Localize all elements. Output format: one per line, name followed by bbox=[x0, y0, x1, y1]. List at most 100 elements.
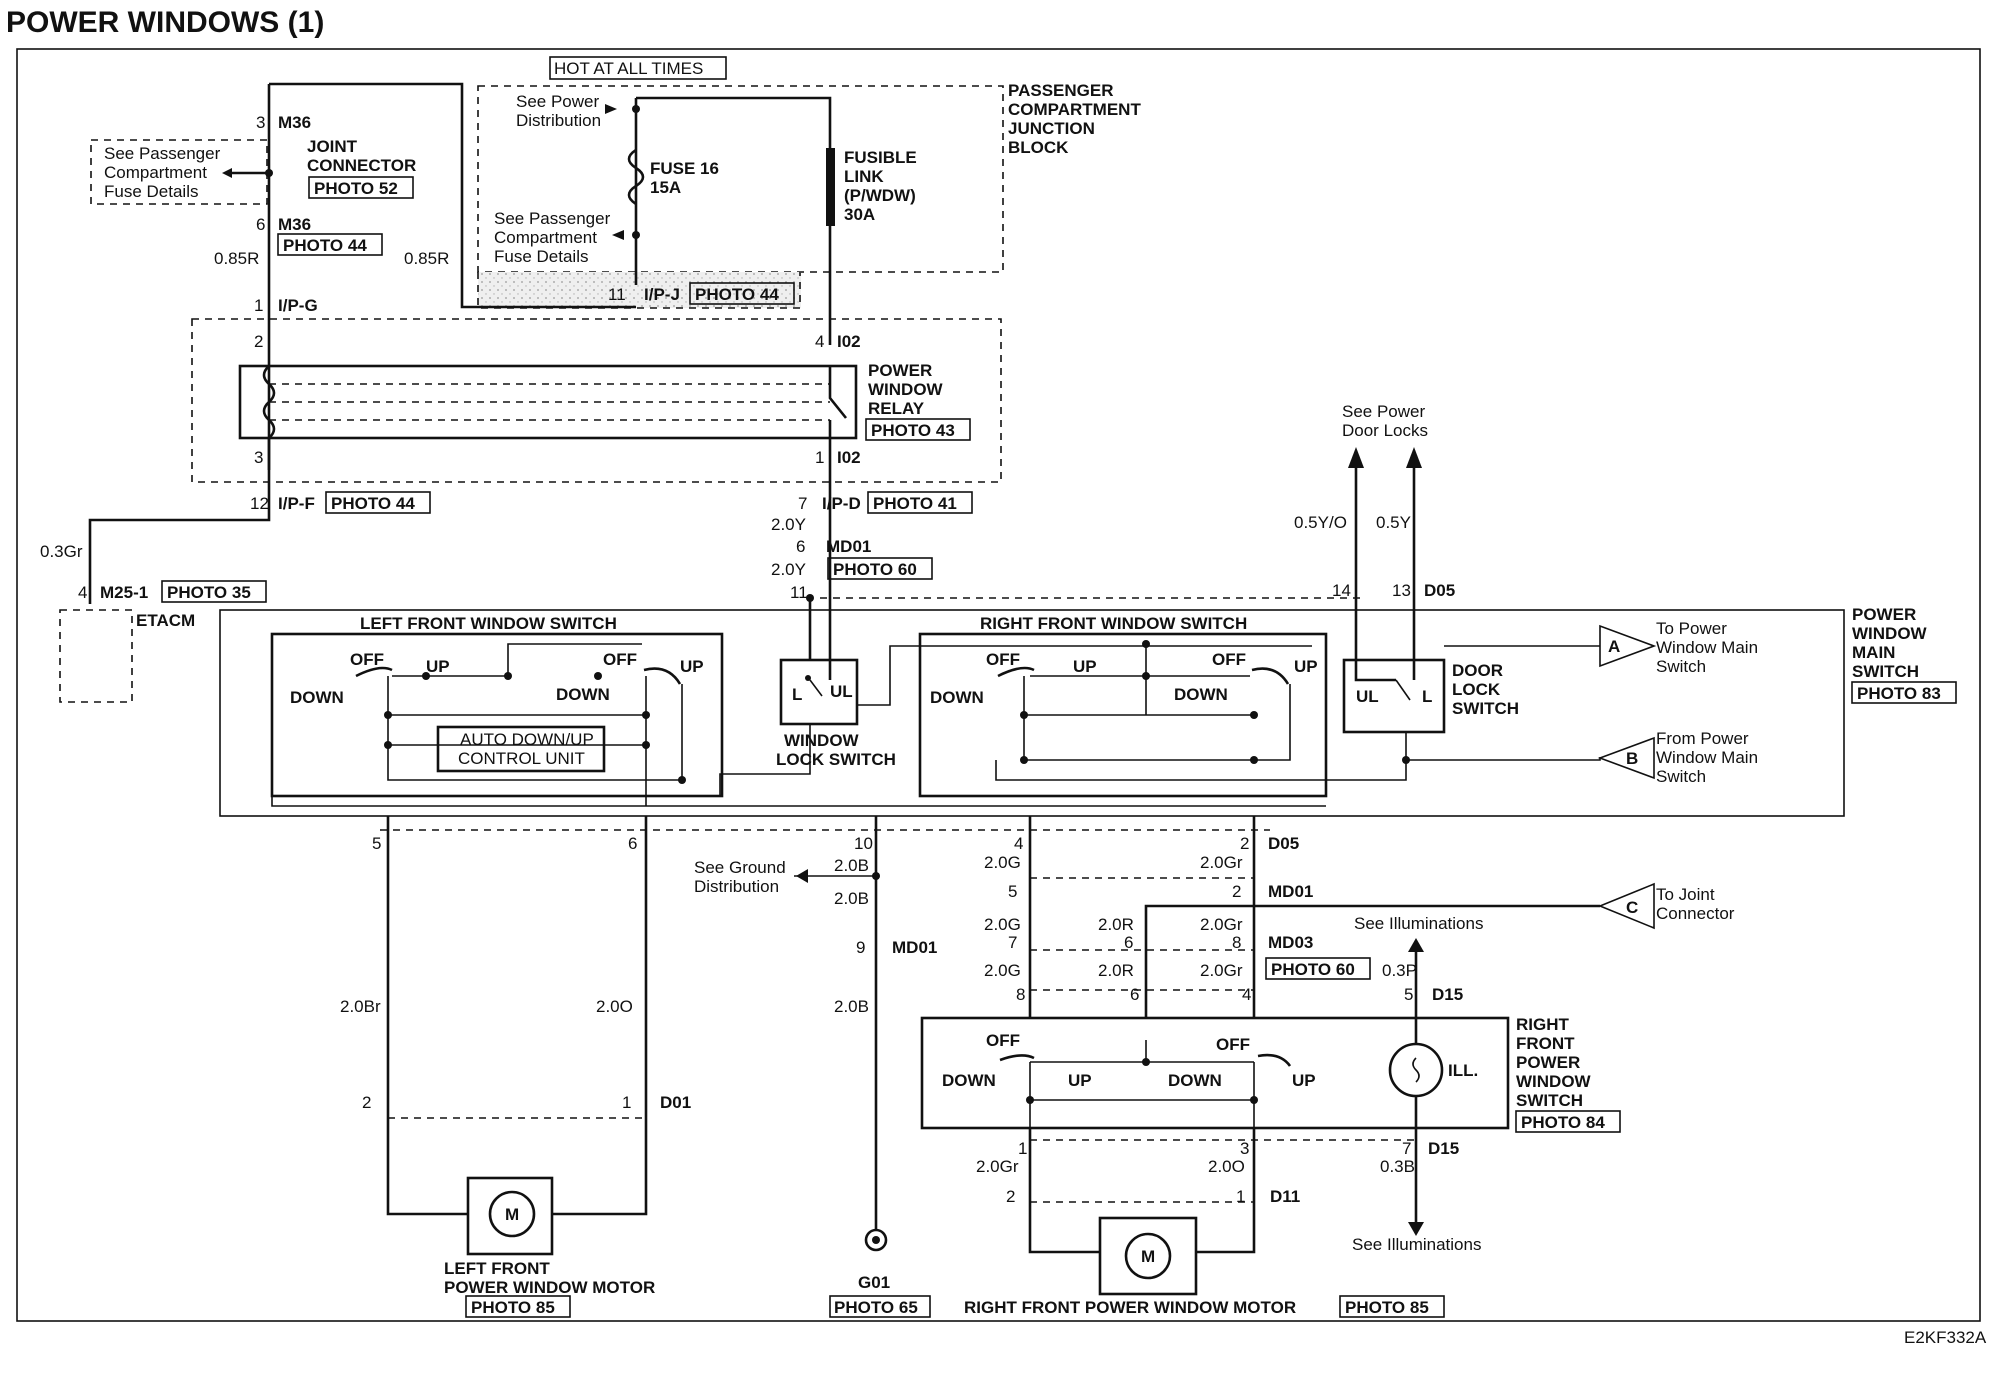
ipg-name: I/P-G bbox=[278, 296, 318, 315]
rf-switch-ill: ILL. bbox=[1448, 1061, 1478, 1080]
main-switch-name-2: WINDOW bbox=[1852, 624, 1928, 643]
md01-right-p2: 2 bbox=[1232, 882, 1241, 901]
see-power-distribution-1: See Power bbox=[516, 92, 599, 111]
m36-bot-pin: 6 bbox=[256, 215, 265, 234]
door-lock-switch-box bbox=[1342, 658, 1446, 734]
connector-a-text-1: To Power bbox=[1656, 619, 1727, 638]
fuse-16-symbol bbox=[627, 148, 645, 206]
d05-top-pin14: 14 bbox=[1332, 581, 1351, 600]
right-motor-m: M bbox=[1141, 1247, 1155, 1266]
left-switch-up-2: UP bbox=[680, 657, 704, 676]
power-window-relay-box bbox=[238, 364, 858, 440]
main-bottom-p2: 2 bbox=[1240, 834, 1249, 853]
junction-block-name-4: BLOCK bbox=[1008, 138, 1069, 157]
right-main-off-1: OFF bbox=[986, 650, 1020, 669]
m25-pin: 4 bbox=[78, 583, 87, 602]
md01-top-name: MD01 bbox=[826, 537, 871, 556]
rf-switch-name-3: POWER bbox=[1516, 1053, 1580, 1072]
md03-lower-p8: 8 bbox=[1016, 985, 1025, 1004]
ground-photo: PHOTO 65 bbox=[834, 1298, 918, 1317]
auto-down-up-control-unit bbox=[436, 725, 606, 773]
ipd-name: I/P-D bbox=[822, 494, 861, 513]
wire-20gr-d: 2.0Gr bbox=[976, 1157, 1019, 1176]
relay-pin1: 1 bbox=[815, 448, 824, 467]
connector-a-text-2: Window Main bbox=[1656, 638, 1758, 657]
md01-ground-pin: 9 bbox=[856, 938, 865, 957]
d01-name: D01 bbox=[660, 1093, 691, 1112]
wire-20b-a: 2.0B bbox=[834, 856, 869, 875]
relay-pin4-name: I02 bbox=[837, 332, 861, 351]
ipj-photo: PHOTO 44 bbox=[695, 285, 779, 304]
fuse-16-label: FUSE 16 bbox=[650, 159, 719, 178]
fusible-link-3: (P/WDW) bbox=[844, 186, 916, 205]
connector-a-letter: A bbox=[1608, 637, 1620, 656]
left-switch-up-1: UP bbox=[426, 657, 450, 676]
left-motor-name-2: POWER WINDOW MOTOR bbox=[444, 1278, 655, 1297]
right-front-window-switch-main bbox=[918, 632, 1328, 798]
m36-photo: PHOTO 44 bbox=[283, 236, 367, 255]
hot-at-all-times-box bbox=[549, 56, 727, 80]
d05-top-pin13: 13 bbox=[1392, 581, 1411, 600]
wire-20r-b: 2.0R bbox=[1098, 961, 1134, 980]
wire-20o-b: 2.0O bbox=[1208, 1157, 1245, 1176]
connector-b-text-3: Switch bbox=[1656, 767, 1706, 786]
connector-c-letter: C bbox=[1626, 898, 1638, 917]
main-pin11: 11 bbox=[790, 583, 808, 602]
md03-p6: 6 bbox=[1124, 933, 1133, 952]
rf-bottom-p7: 7 bbox=[1402, 1139, 1411, 1158]
main-switch-name-3: MAIN bbox=[1852, 643, 1895, 662]
right-motor-name: RIGHT FRONT POWER WINDOW MOTOR bbox=[964, 1298, 1296, 1317]
ipg-pin: 1 bbox=[254, 296, 263, 315]
power-window-main-switch-box bbox=[219, 609, 1845, 817]
m25-photo: PHOTO 35 bbox=[167, 583, 251, 602]
d11-p2: 2 bbox=[1006, 1187, 1015, 1206]
see-ground-1: See Ground bbox=[694, 858, 786, 877]
wire-20gr-c: 2.0Gr bbox=[1200, 961, 1243, 980]
wire-05y: 0.5Y bbox=[1376, 513, 1411, 532]
window-lock-switch-box bbox=[779, 658, 859, 726]
left-front-window-switch bbox=[270, 632, 724, 798]
connector-c-text-2: Connector bbox=[1656, 904, 1735, 923]
junction-block bbox=[191, 85, 1004, 483]
see-power-door-locks-2: Door Locks bbox=[1342, 421, 1428, 440]
rf-switch-down-1: DOWN bbox=[942, 1071, 996, 1090]
md01-top-photo: PHOTO 60 bbox=[833, 560, 917, 579]
right-main-down-2: DOWN bbox=[1174, 685, 1228, 704]
fusible-link-2: LINK bbox=[844, 167, 884, 186]
md03-lower-p4: 4 bbox=[1242, 985, 1251, 1004]
wire-03p: 0.3P bbox=[1382, 961, 1417, 980]
ipf-photo: PHOTO 44 bbox=[331, 494, 415, 513]
junction-block-name-1: PASSENGER bbox=[1008, 81, 1114, 100]
rf-switch-off-2: OFF bbox=[1216, 1035, 1250, 1054]
see-power-distribution-2: Distribution bbox=[516, 111, 601, 130]
see-illuminations-top: See Illuminations bbox=[1354, 914, 1483, 933]
ground-name: G01 bbox=[858, 1273, 890, 1292]
rf-switch-up-2: UP bbox=[1292, 1071, 1316, 1090]
wire-20b-b: 2.0B bbox=[834, 889, 869, 908]
see-pc-fuse-details-3: Fuse Details bbox=[494, 247, 588, 266]
left-motor-m: M bbox=[505, 1205, 519, 1224]
wire-20b-c: 2.0B bbox=[834, 997, 869, 1016]
see-pc-fuse-details-2: Compartment bbox=[494, 228, 597, 247]
relay-name-2: WINDOW bbox=[868, 380, 944, 399]
right-front-power-window-switch bbox=[920, 1016, 1510, 1130]
md03-p8: 8 bbox=[1232, 933, 1241, 952]
wire-20g-a: 2.0G bbox=[984, 853, 1021, 872]
md01-ground-name: MD01 bbox=[892, 938, 937, 957]
ipd-photo: PHOTO 41 bbox=[873, 494, 957, 513]
right-motor-photo: PHOTO 85 bbox=[1345, 1298, 1429, 1317]
joint-see-1: See Passenger bbox=[104, 144, 221, 163]
d05-top-name: D05 bbox=[1424, 581, 1455, 600]
rf-bottom-p3: 3 bbox=[1240, 1139, 1249, 1158]
md01-right-p5: 5 bbox=[1008, 882, 1017, 901]
main-bottom-p5: 5 bbox=[372, 834, 381, 853]
relay-pin1-name: I02 bbox=[837, 448, 861, 467]
wire-20gr-a: 2.0Gr bbox=[1200, 853, 1243, 872]
left-switch-off-1: OFF bbox=[350, 650, 384, 669]
wire-20br: 2.0Br bbox=[340, 997, 381, 1016]
wire-20g-c: 2.0G bbox=[984, 961, 1021, 980]
d15-top-pin: 5 bbox=[1404, 985, 1413, 1004]
md03-lower-p6: 6 bbox=[1130, 985, 1139, 1004]
fusible-link-4: 30A bbox=[844, 205, 875, 224]
right-motor-symbol bbox=[1124, 1232, 1172, 1280]
